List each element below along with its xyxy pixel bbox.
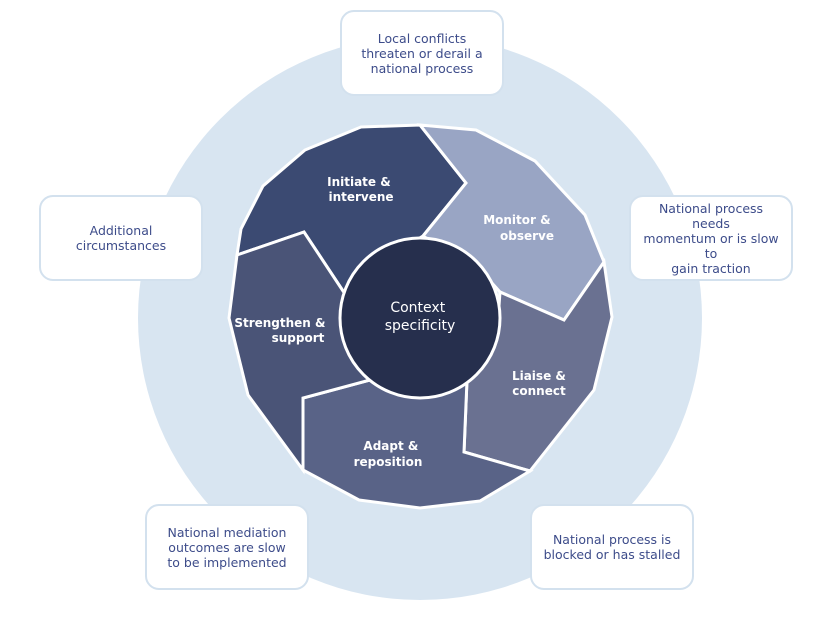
- segment-liaise-label: Liaise & connect: [512, 369, 570, 398]
- liaise-line-2: connect: [512, 384, 566, 398]
- callout-bottom-right: National process is blocked or has stall…: [530, 504, 694, 590]
- callout-bottom-left-text: National mediation outcomes are slow to …: [167, 524, 287, 570]
- segment-strengthen-label: Strengthen & support: [234, 316, 329, 345]
- strengthen-line-1: Strengthen &: [234, 316, 325, 330]
- callout-right: National process needs momentum or is sl…: [629, 195, 793, 281]
- center-line-1: Context: [390, 300, 445, 316]
- segment-adapt-label: Adapt & reposition: [354, 439, 423, 469]
- adapt-line-1: Adapt &: [363, 439, 418, 453]
- monitor-line-2: observe: [500, 229, 554, 243]
- callout-right-text: National process needs momentum or is sl…: [643, 200, 779, 276]
- center-label: Context specificity: [385, 300, 456, 334]
- center-line-2: specificity: [385, 318, 456, 334]
- adapt-line-2: reposition: [354, 455, 423, 469]
- callout-top-text: Local conflicts threaten or derail a nat…: [361, 30, 483, 76]
- callout-top: Local conflicts threaten or derail a nat…: [340, 10, 504, 96]
- monitor-line-1: Monitor &: [483, 213, 550, 227]
- callout-bottom-right-text: National process is blocked or has stall…: [543, 532, 681, 562]
- callout-left-text: Additional circumstances: [75, 223, 167, 253]
- center-circle: [338, 236, 502, 400]
- segment-monitor-label: Monitor & observe: [483, 213, 555, 243]
- liaise-line-1: Liaise &: [512, 369, 566, 383]
- strengthen-line-2: support: [272, 331, 325, 345]
- segment-strengthen: [227, 230, 372, 475]
- initiate-line-1: Initiate &: [327, 175, 391, 189]
- callout-left: Additional circumstances: [39, 195, 203, 281]
- segment-initiate-label: Initiate & intervene: [327, 175, 395, 204]
- initiate-line-2: intervene: [328, 190, 393, 204]
- callout-bottom-left: National mediation outcomes are slow to …: [145, 504, 309, 590]
